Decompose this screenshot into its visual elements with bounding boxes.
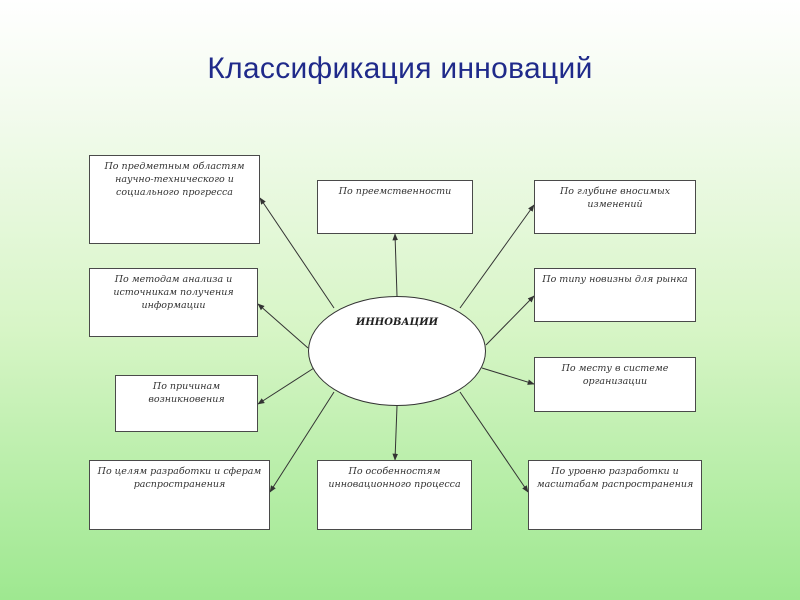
arrow-to-box-5 <box>485 295 535 346</box>
box-goals-and-spheres: По целям разработки и сферам распростран… <box>89 460 270 530</box>
center-node-innovations: ИННОВАЦИИ <box>308 296 486 406</box>
box-depth-of-change: По глубине вносимых изменений <box>534 180 696 234</box>
box-subject-areas: По предметным областям научно-техническо… <box>89 155 260 244</box>
arrow-to-box-1 <box>259 197 335 309</box>
box-place-in-organization: По месту в системе организации <box>534 357 696 412</box>
arrow-to-box-7 <box>481 367 535 385</box>
arrow-to-box-4 <box>257 303 309 349</box>
arrow-to-box-6 <box>257 367 315 405</box>
arrow-to-box-9 <box>392 405 399 461</box>
arrow-to-box-3 <box>459 204 535 309</box>
box-development-level: По уровню разработки и масштабам распрос… <box>528 460 702 530</box>
box-market-novelty: По типу новизны для рынка <box>534 268 696 322</box>
arrow-to-box-10 <box>459 391 529 493</box>
arrow-to-box-2 <box>392 233 399 297</box>
box-analysis-methods: По методам анализа и источникам получени… <box>89 268 258 337</box>
box-process-features: По особенностям инновационного процесса <box>317 460 472 530</box>
slide-title: Классификация инноваций <box>207 52 593 85</box>
box-succession: По преемственности <box>317 180 473 234</box>
arrow-to-box-8 <box>269 391 335 493</box>
box-causes: По причинам возникновения <box>115 375 258 432</box>
